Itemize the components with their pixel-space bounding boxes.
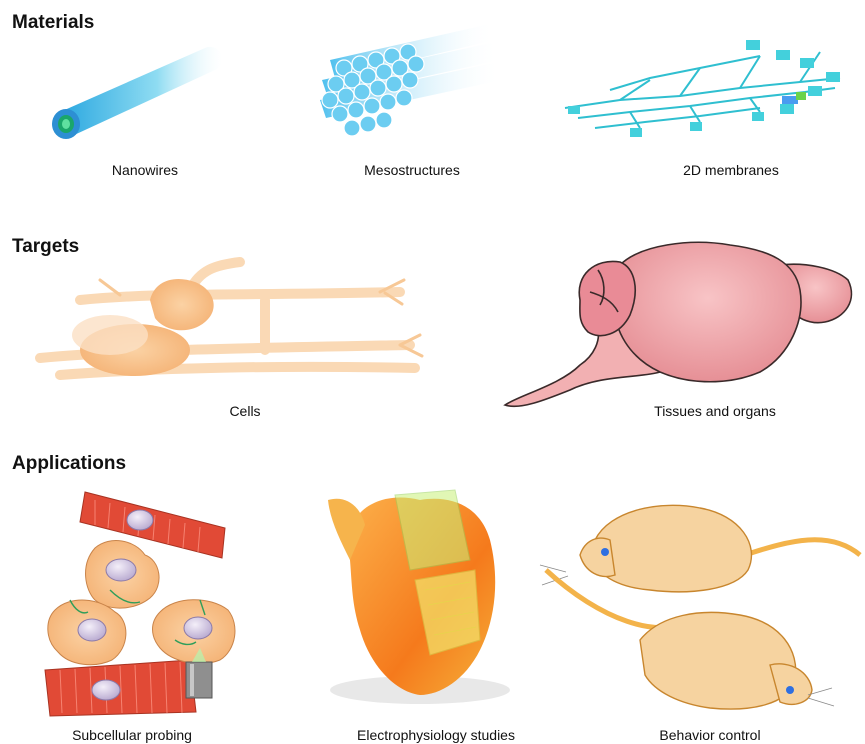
caption-electrophysiology-studies: Electrophysiology studies	[326, 727, 546, 743]
brain-illustration	[505, 242, 851, 406]
caption-subcellular-probing: Subcellular probing	[22, 727, 242, 743]
rats-illustration	[540, 505, 860, 709]
caption-2d-membranes: 2D membranes	[621, 162, 841, 178]
caption-nanowires: Nanowires	[35, 162, 255, 178]
heart-illustration	[328, 490, 510, 704]
2d-membrane-illustration	[565, 40, 840, 137]
caption-mesostructures: Mesostructures	[302, 162, 522, 178]
caption-tissues-and-organs: Tissues and organs	[605, 403, 825, 419]
cells-illustration	[40, 262, 422, 376]
mesostructures-illustration	[320, 24, 502, 136]
caption-cells: Cells	[135, 403, 355, 419]
nanowire-illustration	[52, 47, 222, 139]
subcellular-probing-illustration	[45, 492, 235, 716]
caption-behavior-control: Behavior control	[600, 727, 820, 743]
